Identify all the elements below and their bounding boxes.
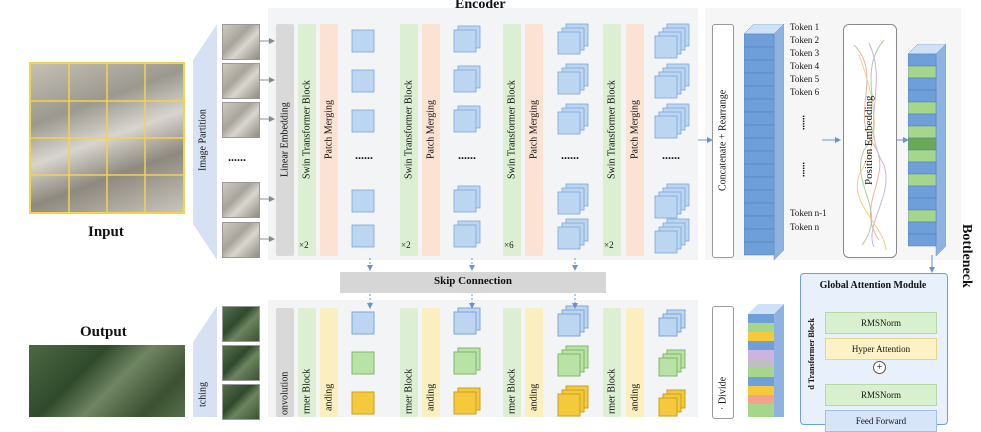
patch-merging-4: [626, 24, 644, 256]
input-patch-4: [222, 182, 260, 218]
output-patch-2: [222, 345, 260, 381]
patch-merging-3: [525, 24, 543, 256]
input-image: [29, 62, 185, 214]
gam-transformer-block-label: d Transformer Block: [807, 318, 816, 390]
position-embedding-box: [843, 24, 897, 258]
encoder-title: Encoder: [455, 0, 506, 12]
multiplier-4: ×2: [604, 240, 614, 250]
output-patch-3: [222, 384, 260, 420]
swin-block-3: [503, 24, 521, 256]
bottleneck-label: Bottleneck: [959, 224, 974, 288]
patching-shape: [193, 306, 217, 417]
multiplier-2: ×2: [401, 240, 411, 250]
concat-rearrange-box: [712, 24, 734, 258]
hyper-attention: Hyper Attention: [825, 338, 937, 360]
patch-merging-1: [320, 24, 338, 256]
swin-block-2: [400, 24, 418, 256]
token-3: Token 3: [790, 48, 820, 58]
patch-expanding-4: [626, 308, 644, 417]
rmsnorm-2: RMSNorm: [825, 384, 937, 406]
position-embedding-waves: [853, 39, 887, 251]
swin-block-4: [603, 24, 621, 256]
plus-node: +: [873, 361, 886, 374]
input-patch-2: [222, 63, 260, 99]
decoder-swin-3: [503, 308, 521, 417]
decoder-token-stack: [748, 304, 784, 417]
linear-embedding-column: [276, 24, 294, 256]
position-embedding-label: Position Embedding: [863, 95, 875, 185]
feed-forward: Feed Forward: [825, 410, 937, 432]
swin-block-1: [298, 24, 316, 256]
embedded-token-column: [908, 44, 946, 256]
image-partition-shape: [193, 24, 217, 260]
input-label: Input: [88, 224, 124, 240]
decoder-swin-1: [298, 308, 316, 417]
input-patch-3: [222, 102, 260, 138]
patch-expanding-3: [525, 308, 543, 417]
dots-4: ......: [662, 148, 680, 162]
multiplier-1: ×2: [299, 240, 309, 250]
patch-expanding-1: [320, 308, 338, 417]
token-4: Token 4: [790, 61, 820, 71]
multiplier-3: ×6: [504, 240, 514, 250]
dots-2: ......: [458, 148, 476, 162]
input-patch-1: [222, 24, 260, 60]
token-2: Token 2: [790, 35, 820, 45]
patch-merging-2: [422, 24, 440, 256]
partition-grid: [31, 64, 183, 212]
decoder-cubes-stage-1: [351, 311, 375, 415]
dots-1: ......: [355, 148, 373, 162]
output-image: [29, 345, 185, 417]
decoder-cubes-stage-2: [453, 307, 481, 415]
output-label: Output: [80, 324, 127, 340]
thumb-dots: ......: [228, 150, 246, 164]
token-dots-2: ......: [796, 162, 808, 178]
token-5: Token 5: [790, 74, 820, 84]
decoder-swin-4: [603, 308, 621, 417]
token-dots-1: ......: [796, 115, 808, 131]
token-1: Token 1: [790, 22, 820, 32]
output-patch-1: [222, 306, 260, 342]
divide-label: · Divide: [717, 376, 729, 411]
gam-title: Global Attention Module: [819, 280, 927, 291]
rmsnorm-1: RMSNorm: [825, 312, 937, 334]
input-patch-5: [222, 222, 260, 258]
token-n-1: Token n-1: [790, 208, 827, 218]
decoder-swin-2: [400, 308, 418, 417]
token-6: Token 6: [790, 87, 820, 97]
concat-rearrange-label: Concatenate + Rearrange: [717, 89, 729, 191]
flow-arrows: [260, 38, 935, 309]
decoder-cubes-stage-4: [658, 309, 686, 417]
convolution-column: [276, 308, 294, 417]
token-column: [744, 24, 784, 260]
skip-connection-label: Skip Connection: [434, 275, 512, 287]
token-n: Token n: [790, 222, 820, 232]
skip-connection-bar: [340, 272, 606, 293]
dots-3: ......: [561, 148, 579, 162]
patch-expanding-2: [422, 308, 440, 417]
